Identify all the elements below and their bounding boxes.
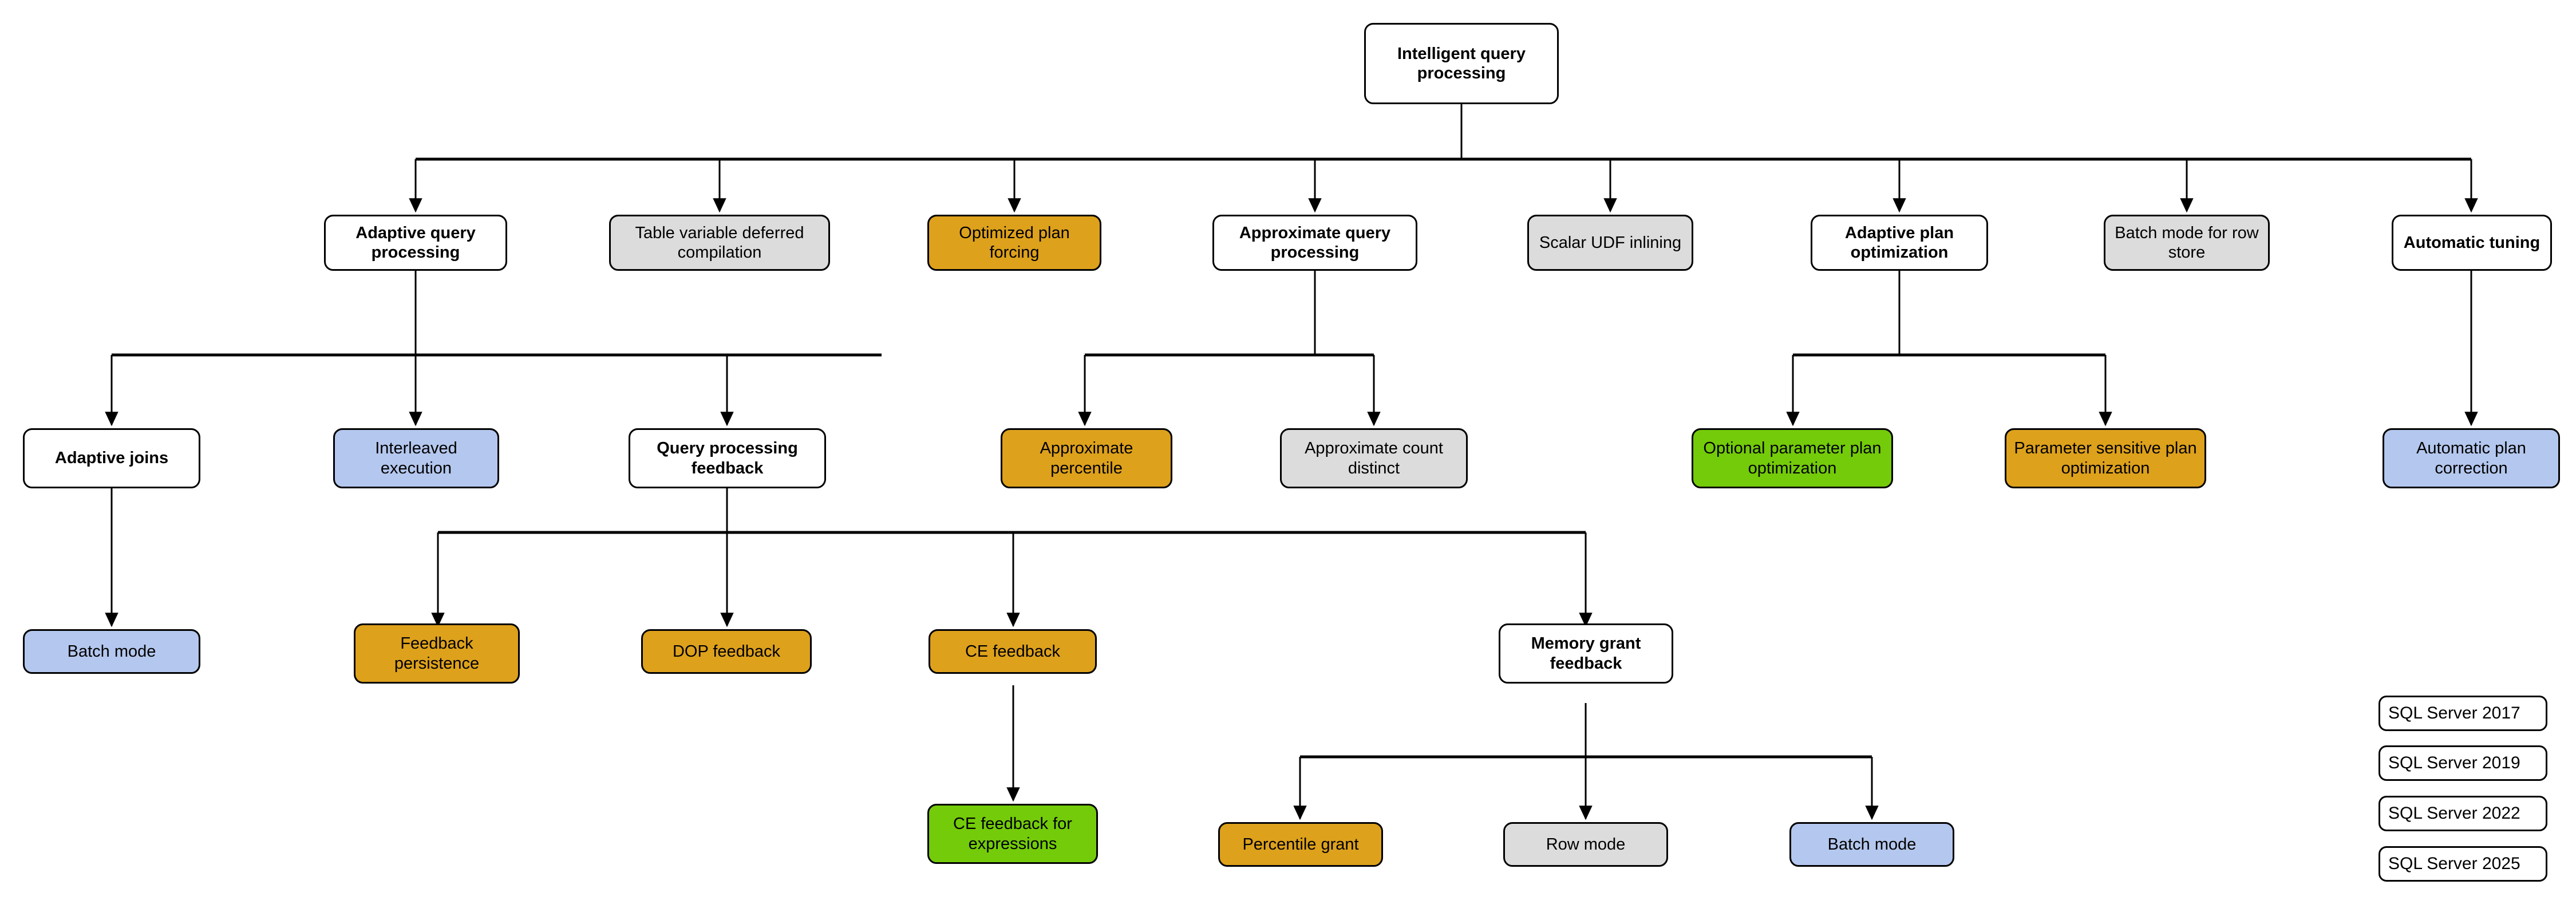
node-adaptive-joins[interactable]: Adaptive joins: [23, 428, 200, 488]
node-label: Interleaved execution: [375, 439, 457, 477]
node-label: CE feedback for expressions: [953, 815, 1072, 853]
node-label: Feedback persistence: [394, 634, 480, 673]
node-batch-mode-adaptive-joins[interactable]: Batch mode: [23, 629, 200, 674]
node-label: Batch mode: [67, 642, 156, 661]
node-label: DOP feedback: [672, 642, 781, 661]
node-interleaved-execution[interactable]: Interleaved execution: [333, 428, 499, 488]
node-label: Approximate count distinct: [1305, 439, 1443, 477]
node-percentile-grant[interactable]: Percentile grant: [1218, 822, 1383, 867]
node-label: Batch mode for row store: [2115, 223, 2259, 262]
node-adaptive-query-processing[interactable]: Adaptive query processing: [324, 215, 507, 271]
node-label: Table variable deferred compilation: [635, 223, 804, 262]
node-label: Adaptive query processing: [355, 223, 476, 262]
node-label: Parameter sensitive plan optimization: [2014, 439, 2197, 477]
node-label: Scalar UDF inlining: [1539, 233, 1682, 252]
node-parameter-sensitive-plan-optimization[interactable]: Parameter sensitive plan optimization: [2005, 428, 2206, 488]
node-approximate-query-processing[interactable]: Approximate query processing: [1212, 215, 1417, 271]
node-label: Automatic tuning: [2403, 233, 2541, 252]
node-batch-mode-memory-grant[interactable]: Batch mode: [1789, 822, 1954, 867]
legend-label: SQL Server 2025: [2388, 854, 2520, 873]
node-ce-feedback[interactable]: CE feedback: [929, 629, 1097, 674]
legend-label: SQL Server 2017: [2388, 704, 2520, 722]
node-label: Intelligent query processing: [1397, 44, 1526, 82]
legend-label: SQL Server 2019: [2388, 753, 2520, 772]
node-label: Optional parameter plan optimization: [1703, 439, 1882, 477]
node-label: Memory grant feedback: [1531, 634, 1641, 673]
legend-item-sql-server-2022[interactable]: SQL Server 2022: [2379, 796, 2547, 831]
legend-item-sql-server-2017[interactable]: SQL Server 2017: [2379, 696, 2547, 731]
node-scalar-udf-inlining[interactable]: Scalar UDF inlining: [1527, 215, 1693, 271]
node-dop-feedback[interactable]: DOP feedback: [641, 629, 812, 674]
node-label: Adaptive plan optimization: [1844, 223, 1954, 262]
node-feedback-persistence[interactable]: Feedback persistence: [354, 623, 520, 684]
legend-item-sql-server-2025[interactable]: SQL Server 2025: [2379, 846, 2547, 882]
node-row-mode[interactable]: Row mode: [1503, 822, 1668, 867]
node-label: Batch mode: [1827, 835, 1917, 854]
node-label: Approximate percentile: [1040, 439, 1133, 477]
node-label: Adaptive joins: [54, 449, 169, 468]
node-label: Approximate query processing: [1239, 223, 1391, 262]
node-automatic-tuning[interactable]: Automatic tuning: [2392, 215, 2552, 271]
node-approximate-count-distinct[interactable]: Approximate count distinct: [1280, 428, 1468, 488]
legend-label: SQL Server 2022: [2388, 804, 2520, 823]
node-optional-parameter-plan-optimization[interactable]: Optional parameter plan optimization: [1692, 428, 1893, 488]
node-adaptive-plan-optimization[interactable]: Adaptive plan optimization: [1811, 215, 1988, 271]
node-label: Optimized plan forcing: [959, 223, 1070, 262]
node-label: Percentile grant: [1242, 835, 1359, 854]
node-query-processing-feedback[interactable]: Query processing feedback: [629, 428, 826, 488]
node-automatic-plan-correction[interactable]: Automatic plan correction: [2383, 428, 2560, 488]
legend-item-sql-server-2019[interactable]: SQL Server 2019: [2379, 745, 2547, 781]
node-batch-mode-for-row-store[interactable]: Batch mode for row store: [2104, 215, 2270, 271]
node-approximate-percentile[interactable]: Approximate percentile: [1001, 428, 1172, 488]
node-label: CE feedback: [965, 642, 1061, 661]
node-intelligent-query-processing[interactable]: Intelligent query processing: [1364, 23, 1559, 104]
node-table-variable-deferred-compilation[interactable]: Table variable deferred compilation: [609, 215, 830, 271]
node-label: Query processing feedback: [657, 439, 798, 477]
node-ce-feedback-for-expressions[interactable]: CE feedback for expressions: [927, 804, 1098, 864]
node-label: Row mode: [1546, 835, 1626, 854]
node-memory-grant-feedback[interactable]: Memory grant feedback: [1499, 623, 1673, 684]
node-label: Automatic plan correction: [2416, 439, 2526, 477]
node-optimized-plan-forcing[interactable]: Optimized plan forcing: [927, 215, 1101, 271]
